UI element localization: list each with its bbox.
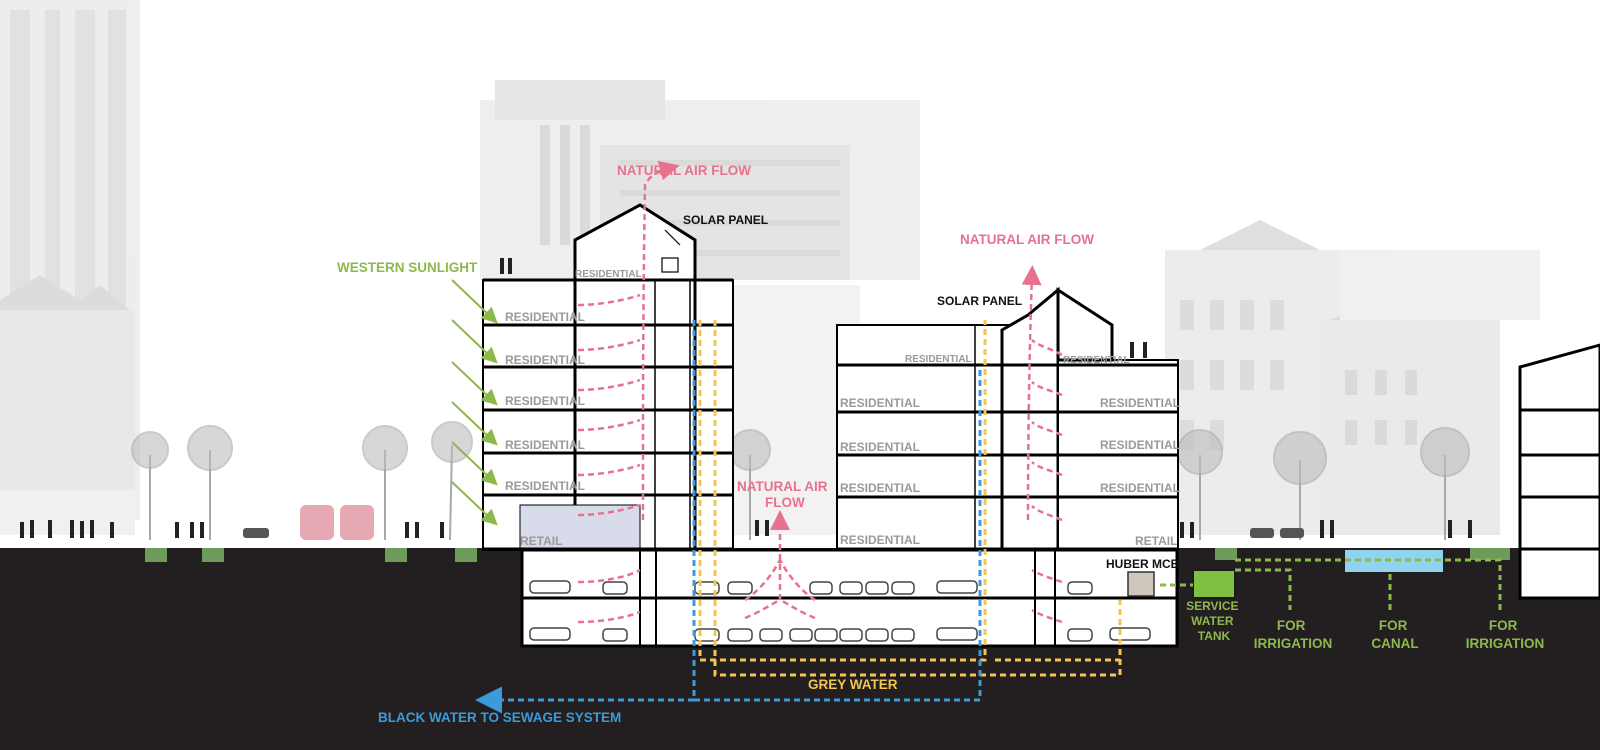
floor-label-mid-3: RESIDENTIAL bbox=[840, 440, 920, 454]
canal bbox=[1345, 550, 1443, 572]
left-tower-gable bbox=[573, 203, 697, 552]
huber-mcb-unit bbox=[1127, 571, 1155, 597]
air-flow-lines bbox=[577, 160, 1063, 624]
right-gable bbox=[1056, 287, 1114, 362]
label-grey-water: GREY WATER bbox=[808, 677, 898, 692]
label-natural-air-flow-3b: FLOW bbox=[765, 495, 805, 510]
bg-roof-right-1 bbox=[1200, 220, 1320, 250]
floor-label-left-2: RESIDENTIAL bbox=[505, 310, 585, 324]
floor-label-left-3: RESIDENTIAL bbox=[505, 353, 585, 367]
label-service-tank-1: SERVICE bbox=[1186, 599, 1238, 613]
floor-label-right-retail: RETAIL bbox=[1135, 534, 1177, 548]
label-western-sunlight: WESTERN SUNLIGHT bbox=[337, 260, 478, 275]
label-for-canal-b: CANAL bbox=[1371, 636, 1418, 651]
svg-text:SERVICE WATER TANK: SERVICE WATER TANK bbox=[1186, 599, 1242, 643]
label-service-tank-2: WATER bbox=[1191, 614, 1234, 628]
label-for-irrigation-1b: IRRIGATION bbox=[1254, 636, 1333, 651]
solar-panel-1-unit bbox=[661, 229, 681, 273]
car-street-3 bbox=[1280, 528, 1304, 538]
floor-label-right-1: RESIDENTIAL bbox=[1063, 355, 1130, 366]
label-huber-mcb: HUBER MCB bbox=[1106, 557, 1180, 571]
label-natural-air-flow-1: NATURAL AIR FLOW bbox=[617, 163, 751, 178]
grey-water-lines bbox=[698, 320, 1122, 677]
label-for-irrigation-1a: FOR bbox=[1277, 618, 1306, 633]
middle-building bbox=[836, 286, 1179, 552]
bg-house-left bbox=[0, 310, 135, 490]
parked-cars bbox=[529, 580, 1151, 642]
far-right-building bbox=[1518, 343, 1600, 600]
service-water-tank bbox=[1192, 569, 1236, 599]
label-for-irrigation-2a: FOR bbox=[1489, 618, 1518, 633]
label-solar-panel-2: SOLAR PANEL bbox=[937, 294, 1022, 308]
mid-floor-slabs bbox=[837, 363, 1178, 551]
label-service-tank-3: TANK bbox=[1198, 629, 1231, 643]
planters bbox=[145, 548, 1510, 562]
street-vehicles bbox=[243, 505, 1304, 540]
floor-label-right-3: RESIDENTIAL bbox=[1100, 438, 1180, 452]
floor-label-right-2: RESIDENTIAL bbox=[1100, 396, 1180, 410]
bus-2 bbox=[340, 505, 374, 540]
floor-label-mid-5: RESIDENTIAL bbox=[840, 533, 920, 547]
label-solar-panel-1: SOLAR PANEL bbox=[683, 213, 768, 227]
svg-text:FOR IRRIGATION: FOR IRRIGATION bbox=[1466, 618, 1545, 651]
floor-label-left-4: RESIDENTIAL bbox=[505, 394, 585, 408]
label-natural-air-flow-3a: NATURAL AIR bbox=[737, 479, 828, 494]
label-for-irrigation-2b: IRRIGATION bbox=[1466, 636, 1545, 651]
bus-1 bbox=[300, 505, 334, 540]
black-water-lines bbox=[475, 320, 982, 714]
floor-label-left-5: RESIDENTIAL bbox=[505, 438, 585, 452]
svg-text:FOR CANAL: FOR CANAL bbox=[1371, 618, 1418, 651]
car-street-2 bbox=[1250, 528, 1274, 538]
sunlight-arrows bbox=[451, 279, 498, 526]
floor-label-left-1: RESIDENTIAL bbox=[575, 269, 642, 280]
label-natural-air-flow-2: NATURAL AIR FLOW bbox=[960, 232, 1094, 247]
label-for-canal-a: FOR bbox=[1379, 618, 1408, 633]
floor-label-mid-1: RESIDENTIAL bbox=[905, 354, 972, 365]
car-street-1 bbox=[243, 528, 269, 538]
floor-label-mid-2: RESIDENTIAL bbox=[840, 396, 920, 410]
floor-label-left-6: RESIDENTIAL bbox=[505, 479, 585, 493]
floor-label-mid-4: RESIDENTIAL bbox=[840, 481, 920, 495]
label-black-water: BLACK WATER TO SEWAGE SYSTEM bbox=[378, 710, 621, 725]
bg-roof-left bbox=[0, 275, 130, 310]
floor-label-right-4: RESIDENTIAL bbox=[1100, 481, 1180, 495]
floor-label-left-retail: RETAIL bbox=[520, 534, 562, 548]
left-floor-slabs bbox=[483, 278, 733, 551]
irrigation-lines bbox=[1160, 558, 1502, 610]
svg-text:FOR IRRIGATION: FOR IRRIGATION bbox=[1254, 618, 1333, 651]
